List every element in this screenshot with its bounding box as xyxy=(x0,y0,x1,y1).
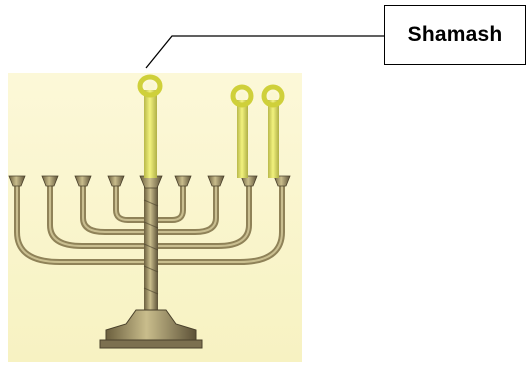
callout-leader-line xyxy=(146,36,384,68)
candle-right-2 xyxy=(268,100,279,178)
shamash-label-box: Shamash xyxy=(384,5,526,65)
shamash-label: Shamash xyxy=(408,23,503,47)
candle-right-1 xyxy=(237,100,248,178)
shamash-candle xyxy=(144,90,157,178)
menorah-stem xyxy=(144,180,158,312)
